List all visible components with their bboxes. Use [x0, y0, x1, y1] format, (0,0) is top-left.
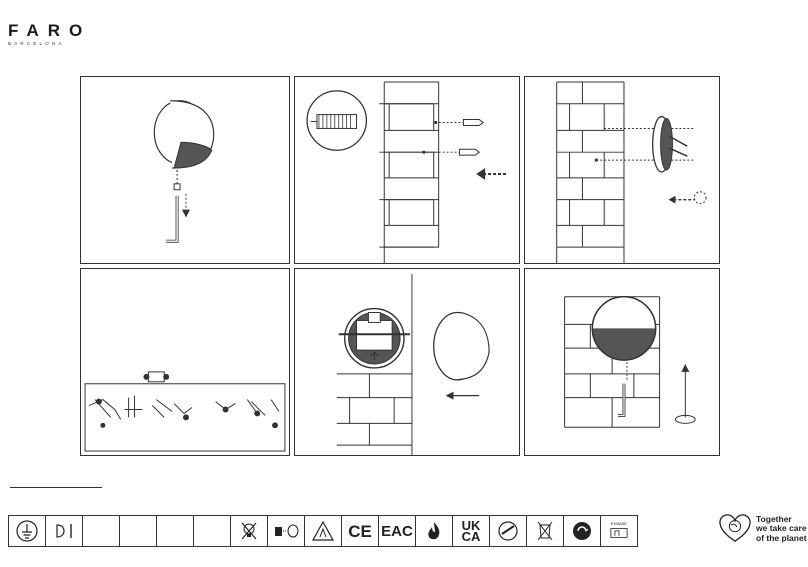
step-3-panel: [524, 76, 720, 264]
brand-name: FARO: [8, 21, 92, 40]
class-icon: [56, 524, 72, 538]
ce-symbol: CE: [341, 515, 379, 547]
tagline-line-2: we take care: [756, 523, 807, 534]
certification-symbols: CE EAC UK CA ENVASE: [8, 515, 638, 547]
recycle-icon: [573, 522, 591, 540]
crossed-bin-icon: [537, 521, 553, 541]
warning-triangle-icon: [311, 520, 335, 541]
remote-symbol: [267, 515, 305, 547]
flame-symbol: [415, 515, 453, 547]
class-symbol: [45, 515, 83, 547]
final-installation-illustration: [564, 296, 696, 428]
ukca-bottom: CA: [461, 529, 481, 544]
brand-logo: FARO BARCELONA: [8, 22, 91, 46]
weee-symbol: [526, 515, 564, 547]
tagline-line-1: Together: [756, 513, 792, 524]
flame-icon: [428, 522, 440, 540]
recycle-symbol: [563, 515, 601, 547]
empty-cell-3: [156, 515, 194, 547]
bracket-mount-illustration: [556, 81, 707, 263]
packaging-icon: [610, 527, 628, 538]
empty-cell-2: [119, 515, 157, 547]
step-1-panel: [80, 76, 290, 264]
body-attach-illustration: [336, 273, 490, 455]
ukca-top: UK: [461, 518, 481, 533]
remote-icon: [275, 524, 299, 538]
step-6-panel: [524, 268, 720, 456]
sticker-symbol: [489, 515, 527, 547]
esd-symbol: [304, 515, 342, 547]
tagline-line-3: of the planet: [756, 532, 807, 543]
planet-tagline: Together we take care of the planet: [718, 513, 807, 545]
tagline-text: Together we take care of the planet: [756, 513, 807, 544]
packaging-symbol: ENVASE: [600, 515, 638, 547]
step-4-panel: [80, 268, 290, 456]
badge-icon: [498, 521, 518, 541]
brand-subtitle: BARCELONA: [8, 41, 65, 46]
no-bulb-symbol: [230, 515, 268, 547]
packaging-label: ENVASE: [611, 520, 627, 526]
ground-icon: [16, 520, 38, 542]
footer-rule: [10, 487, 102, 488]
wall-drill-illustration: [306, 81, 507, 263]
eac-symbol: EAC: [378, 515, 416, 547]
eac-mark: EAC: [381, 522, 413, 540]
ukca-symbol: UK CA: [452, 515, 490, 547]
earth-ground-symbol: [8, 515, 46, 547]
empty-cell-1: [82, 515, 120, 547]
empty-cell-4: [193, 515, 231, 547]
lamp-hex-key-illustration: [153, 100, 215, 243]
ukca-mark: UK CA: [461, 518, 481, 544]
ce-mark: CE: [348, 521, 372, 541]
wiring-illustration: [84, 371, 286, 452]
planet-heart-icon: [719, 514, 751, 543]
step-2-panel: [294, 76, 520, 264]
crossed-bulb-icon: [241, 522, 257, 540]
step-5-panel: [294, 268, 520, 456]
